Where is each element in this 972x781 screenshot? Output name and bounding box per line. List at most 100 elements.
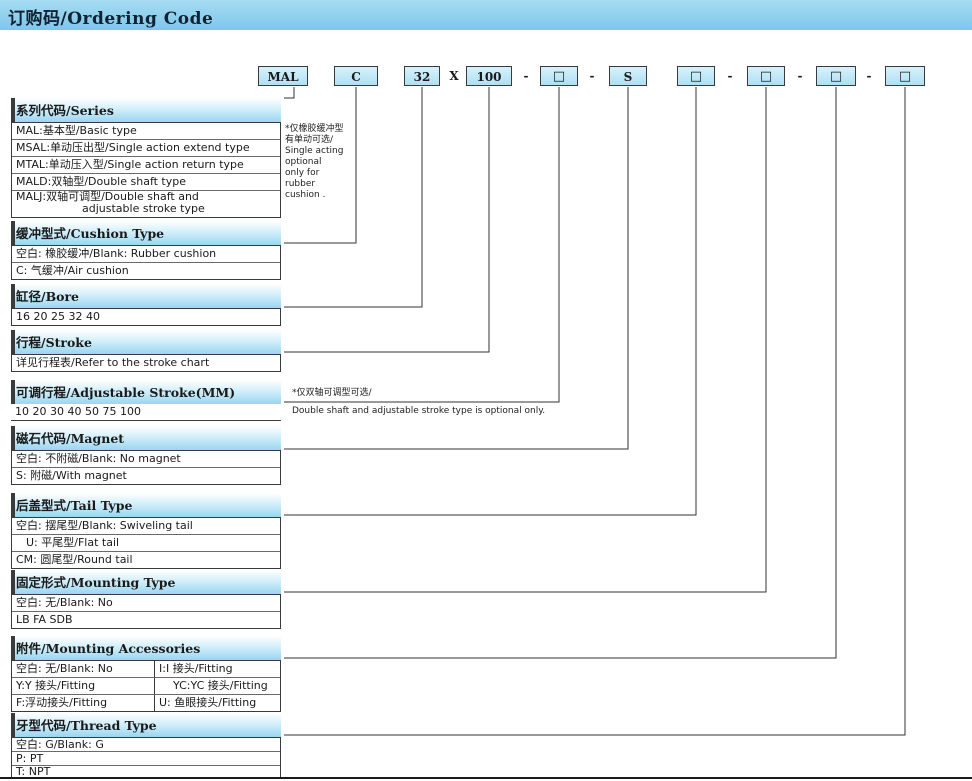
- adjustable-header: 可调行程/Adjustable Stroke(MM): [11, 380, 281, 404]
- connector-bore: [284, 87, 423, 308]
- accessories-section: 附件/Mounting Accessories 空白: 无/Blank: No …: [11, 636, 281, 712]
- tail-option: CM: 圆尾型/Round tail: [16, 553, 133, 566]
- series-section: 系列代码/Series MAL:基本型/Basic type MSAL:单动压出…: [11, 98, 281, 218]
- connector-series: [284, 87, 295, 99]
- magnet-section: 磁石代码/Magnet 空白: 不附磁/Blank: No magnet S: …: [11, 426, 281, 485]
- separator-dash: -: [523, 69, 529, 83]
- separator-dash: -: [866, 69, 872, 83]
- magnet-option: S: 附磁/With magnet: [16, 469, 127, 482]
- accessories-option: 空白: 无/Blank: No: [12, 661, 155, 677]
- magnet-options: 空白: 不附磁/Blank: No magnet S: 附磁/With magn…: [11, 450, 281, 485]
- note-line: cushion .: [285, 190, 326, 200]
- magnet-header: 磁石代码/Magnet: [11, 426, 281, 450]
- title-bar: 订购码/Ordering Code: [0, 0, 972, 30]
- stroke-options: 详见行程表/Refer to the stroke chart: [11, 354, 281, 372]
- bore-option: 16 20 25 32 40: [16, 310, 100, 323]
- thread-section: 牙型代码/Thread Type 空白: G/Blank: G P: PT T:…: [11, 713, 281, 779]
- note-line: only for: [285, 168, 320, 178]
- connector-cushion: [284, 87, 357, 244]
- code-box-cushion: C: [334, 66, 378, 86]
- accessories-option: YC:YC 接头/Fitting: [173, 679, 268, 692]
- series-option: MSAL:单动压出型/Single action extend type: [12, 140, 280, 157]
- series-option: MALD:双轴型/Double shaft type: [12, 174, 280, 191]
- code-box-bore: 32: [404, 66, 440, 86]
- separator-x: X: [449, 69, 459, 83]
- adjustable-section: 可调行程/Adjustable Stroke(MM) 10 20 30 40 5…: [11, 380, 281, 421]
- connector-mounting: [284, 87, 767, 593]
- note-line: rubber: [285, 179, 316, 189]
- tail-options: 空白: 摆尾型/Blank: Swiveling tail U: 平尾型/Fla…: [11, 517, 281, 569]
- mounting-option: 空白: 无/Blank: No: [12, 595, 280, 612]
- series-option: MAL:基本型/Basic type: [12, 123, 280, 140]
- note-line: 有单动可选/: [285, 135, 334, 145]
- magnet-option: 空白: 不附磁/Blank: No magnet: [12, 451, 280, 468]
- thread-header: 牙型代码/Thread Type: [11, 713, 281, 737]
- cushion-header: 缓冲型式/Cushion Type: [11, 221, 281, 245]
- thread-option: T: NPT: [16, 766, 51, 778]
- mounting-options: 空白: 无/Blank: No LB FA SDB: [11, 594, 281, 629]
- tail-option: U: 平尾型/Flat tail: [12, 535, 280, 552]
- accessories-option: F:浮动接头/Fitting: [12, 695, 155, 711]
- note-line: optional: [285, 157, 322, 167]
- accessories-header: 附件/Mounting Accessories: [11, 636, 281, 660]
- accessories-options: 空白: 无/Blank: No I:I 接头/Fitting Y:Y 接头/Fi…: [11, 660, 281, 712]
- accessories-option: I:I 接头/Fitting: [159, 662, 233, 675]
- separator-dash: -: [797, 69, 803, 83]
- series-option-line: adjustable stroke type: [82, 202, 205, 215]
- mounting-section: 固定形式/Mounting Type 空白: 无/Blank: No LB FA…: [11, 570, 281, 629]
- note-line: Single acting: [285, 146, 344, 156]
- stroke-option: 详见行程表/Refer to the stroke chart: [16, 356, 210, 369]
- accessories-row: F:浮动接头/Fitting U: 鱼眼接头/Fitting: [12, 695, 280, 711]
- code-box-adjustable: □: [540, 66, 578, 86]
- tail-option: 空白: 摆尾型/Blank: Swiveling tail: [12, 518, 280, 535]
- code-box-thread: □: [885, 66, 925, 86]
- series-option: MALJ:双轴可调型/Double shaft and adjustable s…: [12, 191, 280, 217]
- code-box-accessories: □: [816, 66, 856, 86]
- separator-dash: -: [727, 69, 733, 83]
- series-options: MAL:基本型/Basic type MSAL:单动压出型/Single act…: [11, 122, 281, 218]
- series-option-line: MALJ:双轴可调型/Double shaft and: [16, 191, 199, 203]
- note-line: Double shaft and adjustable stroke type …: [292, 406, 546, 416]
- bore-options: 16 20 25 32 40: [11, 308, 281, 326]
- connector-tail: [284, 87, 697, 516]
- series-note: *仅橡胶缓冲型 有单动可选/ Single acting optional on…: [285, 124, 355, 201]
- series-option: MTAL:单动压入型/Single action return type: [12, 157, 280, 174]
- bottom-rule: [0, 777, 972, 779]
- thread-option: P: PT: [12, 752, 280, 766]
- accessories-row: 空白: 无/Blank: No I:I 接头/Fitting: [12, 661, 280, 678]
- code-box-series: MAL: [258, 66, 308, 86]
- bore-section: 缸径/Bore 16 20 25 32 40: [11, 284, 281, 326]
- cushion-option: C: 气缓冲/Air cushion: [16, 264, 129, 277]
- adjustable-note: *仅双轴可调型可选/ Double shaft and adjustable s…: [292, 388, 592, 417]
- cushion-options: 空白: 橡胶缓冲/Blank: Rubber cushion C: 气缓冲/Ai…: [11, 245, 281, 280]
- cushion-option: 空白: 橡胶缓冲/Blank: Rubber cushion: [12, 246, 280, 263]
- code-box-tail: □: [677, 66, 715, 86]
- series-header: 系列代码/Series: [11, 98, 281, 122]
- connector-adjustable: [284, 87, 560, 403]
- page-title: 订购码/Ordering Code: [8, 9, 214, 29]
- accessories-row: Y:Y 接头/Fitting YC:YC 接头/Fitting: [12, 678, 280, 695]
- thread-options: 空白: G/Blank: G P: PT T: NPT: [11, 737, 281, 779]
- stroke-section: 行程/Stroke 详见行程表/Refer to the stroke char…: [11, 330, 281, 372]
- note-line: *仅双轴可调型可选/: [292, 388, 372, 398]
- note-line: *仅橡胶缓冲型: [285, 124, 344, 134]
- code-box-magnet: S: [609, 66, 647, 86]
- connector-accessories: [284, 87, 837, 659]
- separator-dash: -: [589, 69, 595, 83]
- code-box-mounting: □: [747, 66, 785, 86]
- connector-stroke: [284, 87, 490, 353]
- accessories-option: U: 鱼眼接头/Fitting: [159, 696, 257, 709]
- connector-magnet: [284, 87, 629, 450]
- accessories-option: Y:Y 接头/Fitting: [12, 678, 155, 694]
- mounting-option: LB FA SDB: [16, 613, 73, 626]
- adjustable-options: 10 20 30 40 50 75 100: [11, 404, 281, 421]
- connector-thread: [284, 87, 906, 736]
- stroke-header: 行程/Stroke: [11, 330, 281, 354]
- tail-section: 后盖型式/Tail Type 空白: 摆尾型/Blank: Swiveling …: [11, 493, 281, 569]
- cushion-section: 缓冲型式/Cushion Type 空白: 橡胶缓冲/Blank: Rubber…: [11, 221, 281, 280]
- adjustable-option: 10 20 30 40 50 75 100: [15, 405, 141, 418]
- mounting-header: 固定形式/Mounting Type: [11, 570, 281, 594]
- code-box-stroke: 100: [466, 66, 512, 86]
- thread-option: 空白: G/Blank: G: [12, 738, 280, 752]
